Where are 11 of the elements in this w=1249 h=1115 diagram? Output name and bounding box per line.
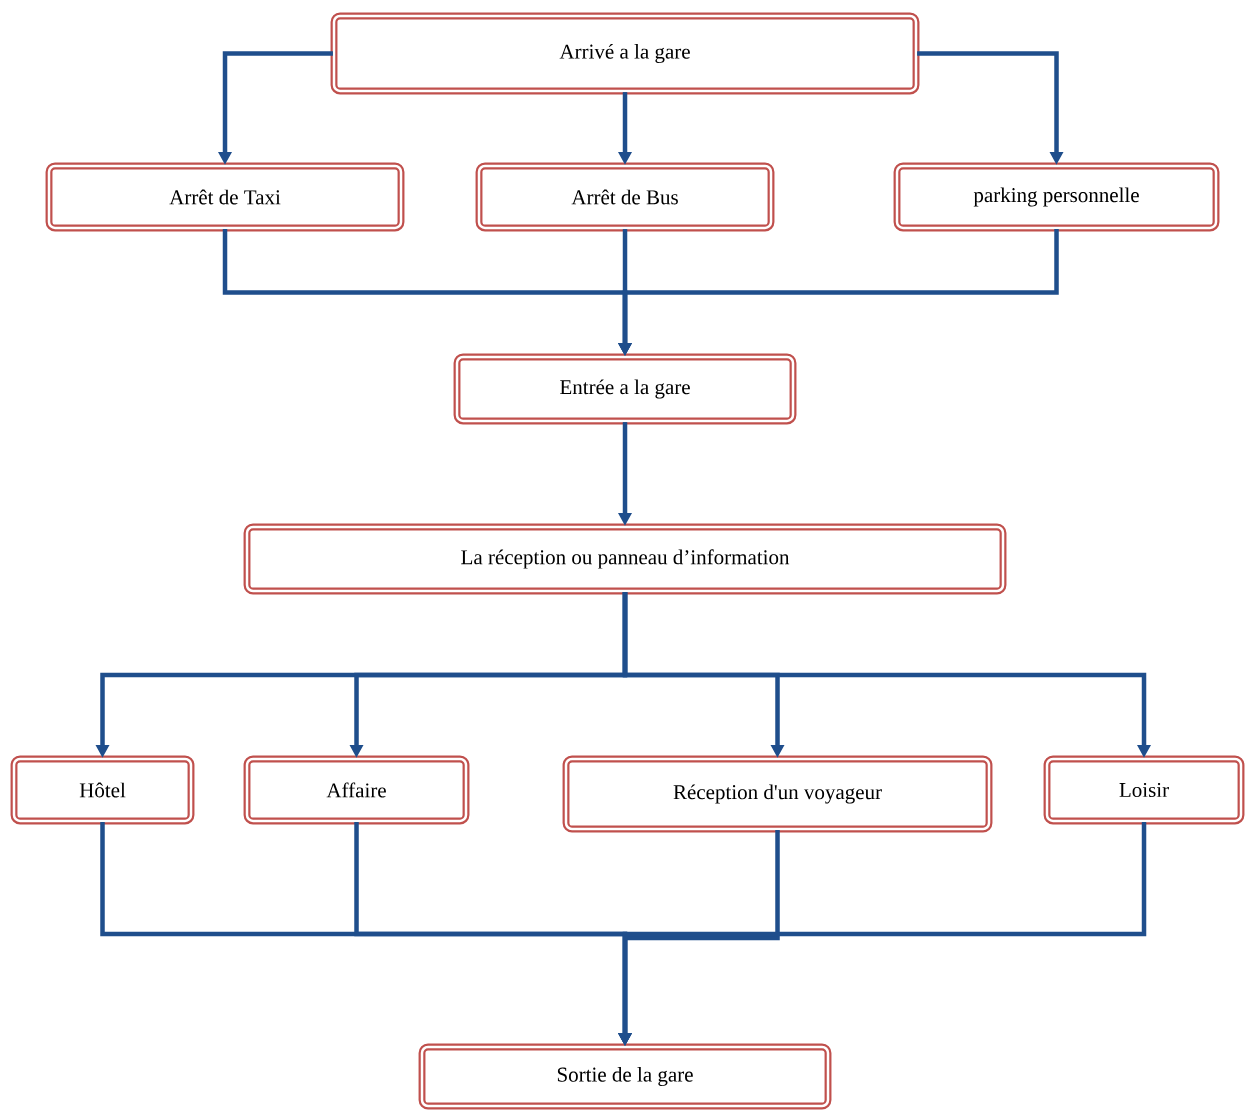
process-box: Réception d'un voyageur xyxy=(562,755,993,833)
process-box: La réception ou panneau d’information xyxy=(243,523,1007,595)
process-box: Hôtel xyxy=(10,755,195,825)
process-box: Arrivé a la gare xyxy=(330,12,920,95)
process-box: Loisir xyxy=(1043,755,1245,825)
process-box: Arrêt de Bus xyxy=(475,162,775,232)
process-box: parking personnelle xyxy=(893,162,1220,232)
process-box: Sortie de la gare xyxy=(418,1043,832,1110)
process-box: Entrée a la gare xyxy=(453,353,797,425)
process-box: Affaire xyxy=(243,755,470,825)
process-box: Arrêt de Taxi xyxy=(45,162,405,232)
